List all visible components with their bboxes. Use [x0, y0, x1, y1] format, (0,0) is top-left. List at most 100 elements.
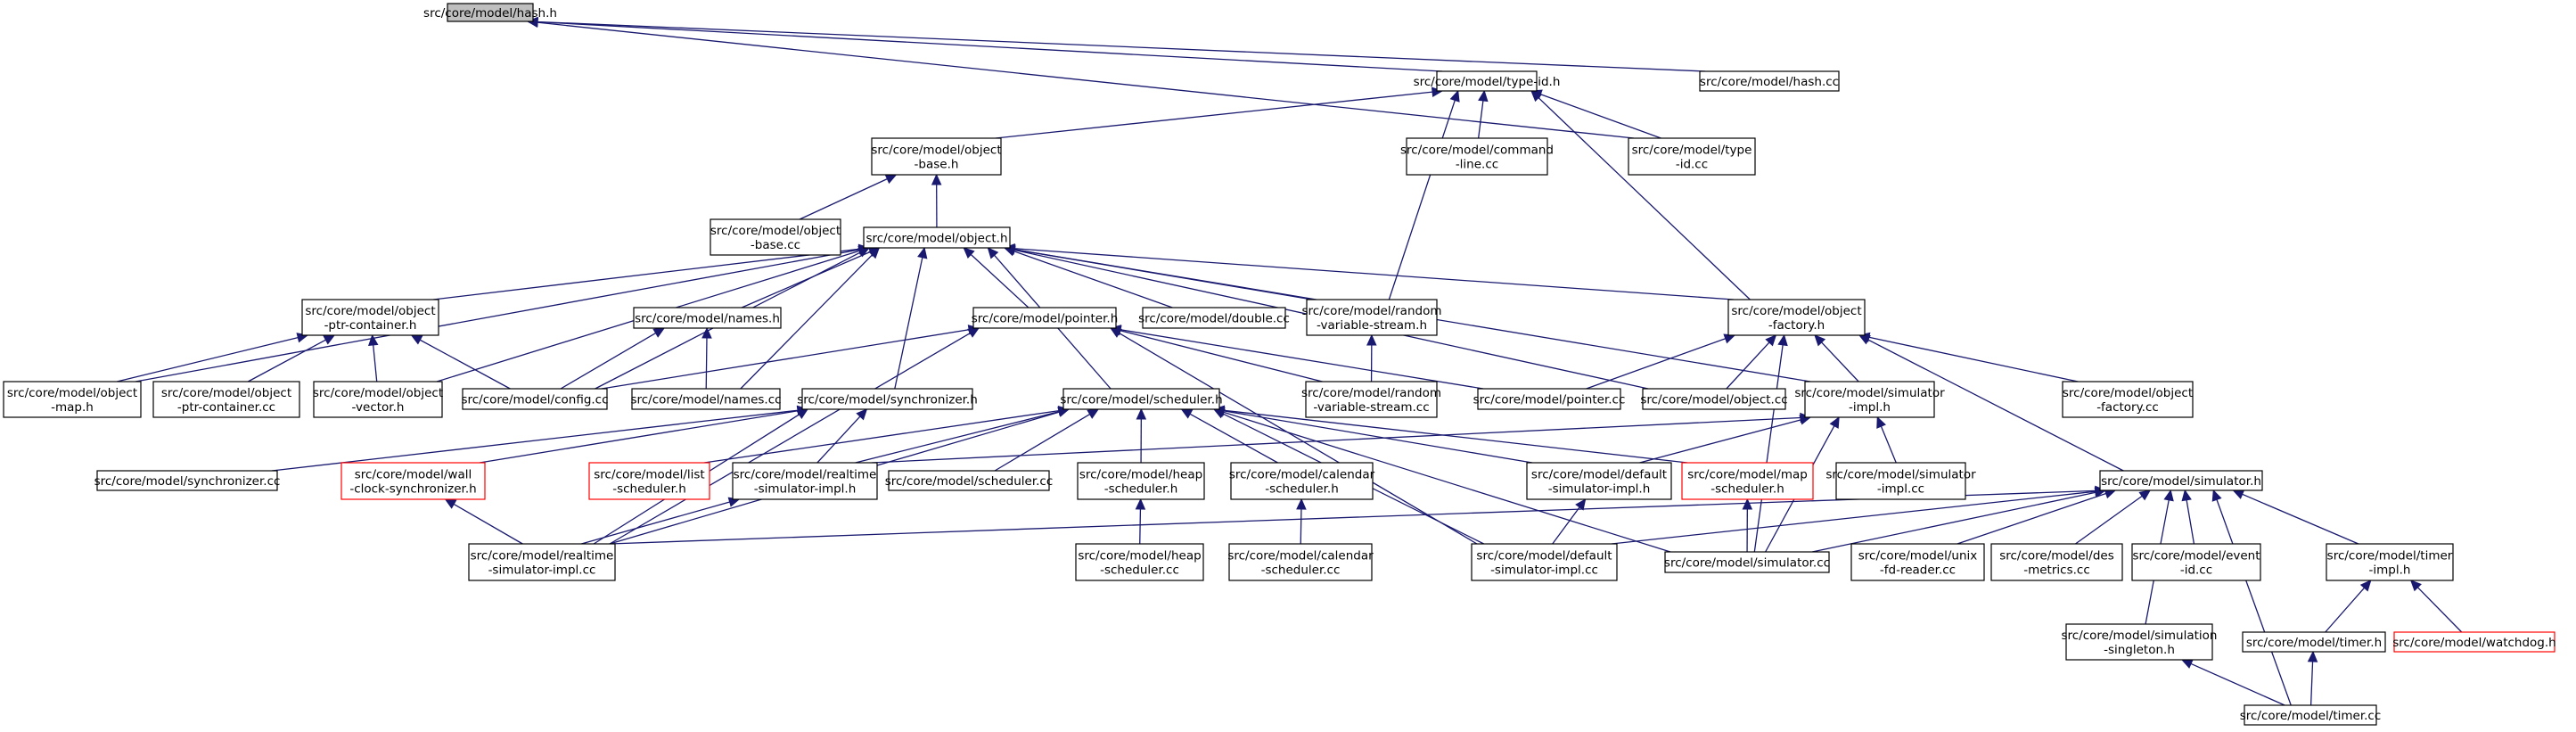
node-object-cc[interactable]: src/core/model/object.cc	[1640, 388, 1788, 410]
node-box	[1062, 388, 1220, 410]
node-realtime-simulator-impl-h[interactable]: src/core/model/realtime-simulator-impl.h	[732, 462, 878, 500]
edge-scheduler-h-to-heap-scheduler-h	[1136, 407, 1147, 464]
node-map-scheduler-h[interactable]: src/core/model/map-scheduler.h	[1681, 462, 1814, 500]
node-simulator-cc[interactable]: src/core/model/simulator.cc	[1664, 551, 1830, 573]
node-box	[631, 388, 781, 410]
edge-random-variable-stream-h-to-random-variable-stream-cc	[1366, 333, 1377, 382]
node-default-simulator-impl-h[interactable]: src/core/model/default-simulator-impl.h	[1526, 462, 1672, 500]
edge-timer-impl-h-to-watchdog-h	[2409, 580, 2463, 633]
edge-object-h-to-double-cc	[1003, 246, 1173, 308]
node-label: -scheduler.cc	[1261, 563, 1341, 578]
node-box	[1642, 388, 1786, 410]
node-scheduler-h[interactable]: src/core/model/scheduler.h	[1060, 388, 1223, 410]
node-label: src/core/model/realtime	[471, 549, 614, 563]
node-synchronizer-h[interactable]: src/core/model/synchronizer.h	[797, 388, 978, 410]
edge-line	[135, 249, 860, 382]
edge-line	[1120, 330, 1323, 382]
node-des-metrics-cc[interactable]: src/core/model/des-metrics.cc	[1990, 543, 2123, 581]
edge-arrowhead	[917, 246, 928, 259]
node-label: src/core/model/heap	[1078, 549, 1201, 563]
node-synchronizer-cc[interactable]: src/core/model/synchronizer.cc	[94, 470, 281, 491]
edge-arrowhead	[444, 498, 457, 509]
edge-map-scheduler-h-to-simulator-cc	[1742, 498, 1753, 553]
node-simulator-h[interactable]: src/core/model/simulator.h	[2099, 470, 2263, 491]
edge-line	[1639, 419, 1801, 464]
node-box	[2131, 543, 2261, 581]
node-simulator-impl-cc[interactable]: src/core/model/simulator-impl.cc	[1825, 462, 1976, 500]
node-object-h[interactable]: src/core/model/object.h	[863, 226, 1011, 249]
node-calendar-scheduler-cc[interactable]: src/core/model/calendar-scheduler.cc	[1227, 543, 1374, 581]
node-object-factory-h[interactable]: src/core/model/object-factory.h	[1727, 299, 1866, 336]
node-simulation-singleton-h[interactable]: src/core/model/simulation-singleton.h	[2061, 623, 2218, 661]
node-label: -vector.h	[352, 400, 405, 415]
edge-arrowhead	[410, 334, 423, 345]
node-names-cc[interactable]: src/core/model/names.cc	[630, 388, 782, 410]
edge-arrowhead	[1366, 333, 1377, 346]
node-box	[340, 462, 486, 500]
edge-hash-h-to-hash-cc	[526, 16, 1706, 72]
node-timer-impl-h[interactable]: src/core/model/timer-impl.h	[2326, 543, 2454, 581]
node-object-map-h[interactable]: src/core/model/object-map.h	[3, 381, 142, 418]
node-pointer-h[interactable]: src/core/model/pointer.h	[972, 307, 1119, 329]
node-label: src/core/model/simulator	[1825, 468, 1976, 482]
edge-line	[581, 501, 730, 545]
edge-hash-h-to-type-id-h	[526, 16, 1443, 72]
node-calendar-scheduler-h[interactable]: src/core/model/calendar-scheduler.h	[1229, 462, 1375, 500]
node-timer-cc[interactable]: src/core/model/timer.cc	[2240, 704, 2382, 726]
node-simulator-impl-h[interactable]: src/core/model/simulator-impl.h	[1794, 381, 1945, 418]
node-object-base-h[interactable]: src/core/model/object-base.h	[871, 137, 1002, 176]
nodes-layer: src/core/model/hash.h src/core/model/type…	[3, 3, 2556, 726]
node-hash-cc[interactable]: src/core/model/hash.cc	[1699, 70, 1840, 92]
node-names-h[interactable]: src/core/model/names.h	[633, 307, 782, 329]
node-object-vector-h[interactable]: src/core/model/object-vector.h	[313, 381, 443, 418]
node-box	[2099, 470, 2263, 491]
node-object-ptr-container-h[interactable]: src/core/model/object-ptr-container.h	[301, 299, 439, 336]
node-hash-h[interactable]: src/core/model/hash.h	[423, 3, 557, 22]
edge-simulator-impl-h-to-simulator-impl-cc	[1876, 415, 1897, 464]
node-watchdog-h[interactable]: src/core/model/watchdog.h	[2392, 631, 2556, 653]
node-scheduler-cc[interactable]: src/core/model/scheduler.cc	[885, 470, 1054, 491]
node-label: src/core/model/object.cc	[1640, 393, 1787, 407]
edge-arrowhead	[1575, 498, 1587, 511]
edge-arrowhead	[2211, 489, 2222, 502]
edge-calendar-scheduler-h-to-calendar-scheduler-cc	[1296, 498, 1307, 545]
node-type-id-cc[interactable]: src/core/model/type-id.cc	[1628, 137, 1756, 176]
node-heap-scheduler-h[interactable]: src/core/model/heap-scheduler.h	[1077, 462, 1205, 500]
node-list-scheduler-h[interactable]: src/core/model/list-scheduler.h	[588, 462, 710, 500]
node-label: -id.cc	[2180, 563, 2212, 578]
node-config-cc[interactable]: src/core/model/config.cc	[461, 388, 609, 410]
edge-arrowhead	[1087, 408, 1100, 419]
edge-arrowhead	[2359, 580, 2372, 592]
edge-arrowhead	[1829, 415, 1840, 429]
node-double-cc[interactable]: src/core/model/double.cc	[1138, 307, 1290, 329]
node-label: -base.cc	[751, 238, 800, 252]
edge-object-factory-h-to-object-factory-cc	[1858, 332, 2079, 382]
node-box	[1471, 543, 1618, 581]
node-heap-scheduler-cc[interactable]: src/core/model/heap-scheduler.cc	[1075, 543, 1204, 581]
node-random-variable-stream-cc[interactable]: src/core/model/random-variable-stream.cc	[1301, 381, 1441, 418]
node-object-ptr-container-cc[interactable]: src/core/model/object-ptr-container.cc	[152, 381, 300, 418]
node-label: -variable-stream.cc	[1313, 400, 1429, 415]
edge-line	[2416, 587, 2463, 633]
node-default-simulator-impl-cc[interactable]: src/core/model/default-simulator-impl.cc	[1471, 543, 1618, 581]
node-realtime-simulator-impl-cc[interactable]: src/core/model/realtime-simulator-impl.c…	[468, 543, 616, 581]
edge-line	[1611, 490, 2096, 545]
node-command-line-cc[interactable]: src/core/model/command-line.cc	[1400, 137, 1554, 176]
node-box	[1804, 381, 1935, 418]
edge-line	[1119, 333, 1478, 545]
node-unix-fd-reader-cc[interactable]: src/core/model/unix-fd-reader.cc	[1850, 543, 1985, 581]
node-label: src/core/model/type-id.h	[1414, 75, 1561, 89]
node-label: src/core/model/type	[1632, 144, 1752, 158]
edge-type-id-h-to-command-line-cc	[1478, 89, 1489, 139]
edge-line	[432, 248, 860, 300]
node-label: -impl.cc	[1877, 482, 1924, 497]
edge-line	[2186, 499, 2195, 545]
node-random-variable-stream-h[interactable]: src/core/model/random-variable-stream.h	[1302, 299, 1442, 336]
node-pointer-cc[interactable]: src/core/model/pointer.cc	[1473, 388, 1626, 410]
node-timer-h[interactable]: src/core/model/timer.h	[2242, 631, 2386, 653]
node-object-base-cc[interactable]: src/core/model/object-base.cc	[710, 218, 841, 256]
node-type-id-h[interactable]: src/core/model/type-id.h	[1414, 70, 1561, 92]
node-event-id-cc[interactable]: src/core/model/event-id.cc	[2131, 543, 2261, 581]
node-wall-clock-synchronizer-h[interactable]: src/core/model/wall-clock-synchronizer.h	[340, 462, 486, 500]
node-object-factory-cc[interactable]: src/core/model/object-factory.cc	[2062, 381, 2194, 418]
